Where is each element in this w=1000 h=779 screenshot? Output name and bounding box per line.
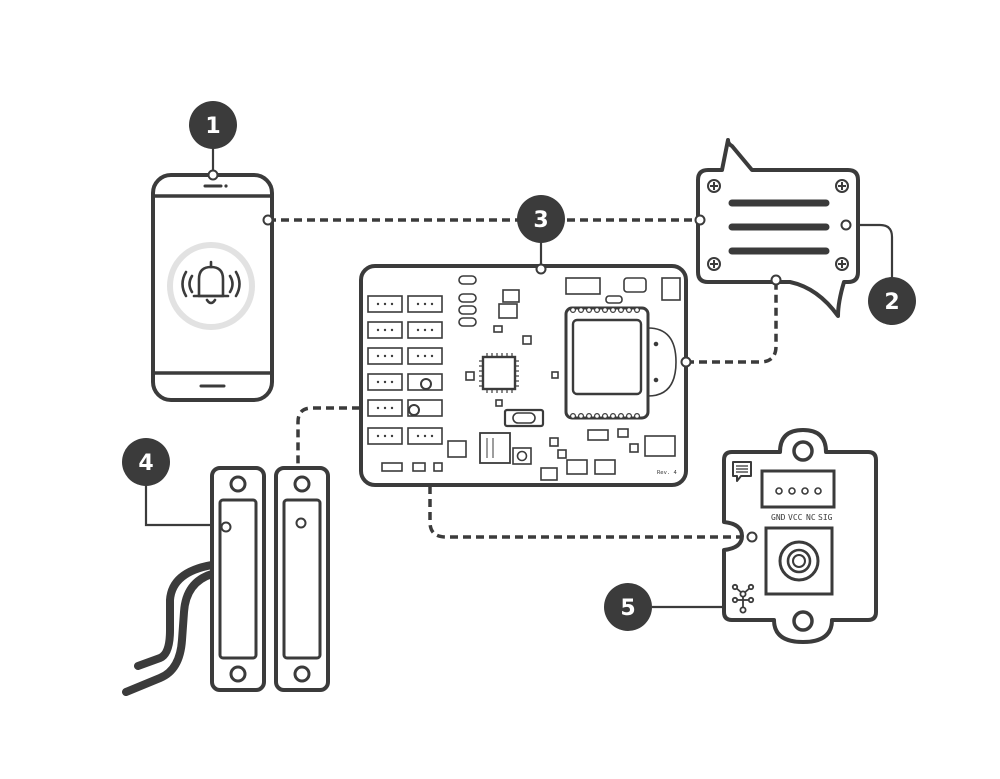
- phone-alert-ring: [167, 242, 255, 330]
- reed-switch-dot-right: [295, 517, 307, 529]
- bell-icon: [181, 260, 241, 305]
- speaker-port-dot-left: [694, 214, 706, 226]
- sensor-mount-hole-bottom: [792, 610, 814, 632]
- board-right-connector-dot: [680, 356, 692, 368]
- reed-switch-cable-2: [134, 561, 216, 670]
- sensor-element: [764, 526, 834, 596]
- network-icon: [731, 583, 755, 614]
- pin-label-vcc: VCC: [788, 513, 803, 522]
- microcontroller-chip: [479, 353, 519, 393]
- phone-port-dot-top: [207, 169, 219, 181]
- pin-label-sig: SIG: [818, 513, 833, 522]
- reed-switch-dot-left: [220, 521, 232, 533]
- speaker-grille-bars: [728, 199, 830, 255]
- link-board-to-reed-switch: [296, 406, 412, 528]
- sensor-port-dot: [746, 531, 758, 543]
- speaker-port-dot-right: [840, 219, 852, 231]
- speaker-port-dot-bottom: [770, 274, 782, 286]
- callout-3-number: 3: [533, 208, 548, 233]
- callout-1: 1: [189, 101, 237, 149]
- callout-2: 2: [868, 277, 916, 325]
- leader-callout-2: [846, 223, 894, 286]
- callout-2-number: 2: [884, 290, 899, 315]
- connector-pins: [376, 302, 434, 438]
- comment-icon: [732, 461, 752, 482]
- reed-switch-cable: [122, 570, 216, 696]
- sensor-mount-hole-top: [792, 440, 814, 462]
- usb-chip: [479, 432, 511, 464]
- board-small-components: [381, 275, 676, 472]
- speaker-module: [694, 138, 860, 318]
- link-board-to-speaker: [686, 280, 778, 364]
- pin-label-nc: NC: [806, 513, 816, 522]
- wifi-header-pins: [569, 307, 640, 420]
- sensor-pin-labels: GND VCC NC SIG: [771, 513, 833, 522]
- connection-lines: [268, 218, 778, 539]
- callout-5: 5: [604, 583, 652, 631]
- callout-3: 3: [517, 195, 565, 243]
- callout-5-number: 5: [620, 596, 635, 621]
- sensor-module: GND VCC NC SIG: [722, 428, 878, 644]
- reed-switch-body-left: [210, 466, 266, 692]
- smartphone: [151, 169, 274, 402]
- board-port-a-dot: [420, 378, 432, 390]
- phone-port-dot-right: [262, 214, 274, 226]
- board-revision-label: Rev. 4: [657, 470, 678, 476]
- reed-switch: [122, 466, 330, 696]
- callout-4: 4: [122, 438, 170, 486]
- phone-camera-dot: [224, 184, 228, 188]
- callout-4-number: 4: [138, 451, 153, 476]
- leader-callout-4: [144, 480, 224, 527]
- reed-switch-body-right: [274, 466, 330, 692]
- sensor-grove-connector: [760, 469, 836, 509]
- callout-1-number: 1: [205, 114, 220, 139]
- board-top-connector-dot: [535, 263, 547, 275]
- board-port-b-dot: [408, 404, 420, 416]
- controller-board: Rev. 4: [359, 263, 692, 487]
- speaker-mount-screws: [707, 179, 849, 271]
- pin-label-gnd: GND: [771, 513, 786, 522]
